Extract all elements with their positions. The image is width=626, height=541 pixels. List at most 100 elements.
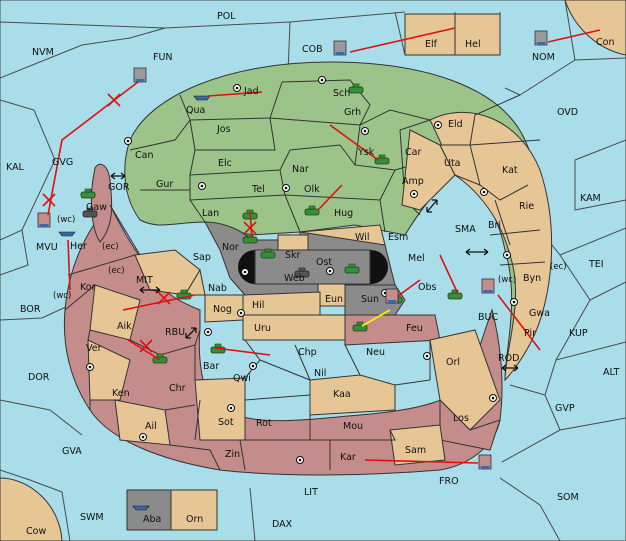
label-wc-2: (wc) xyxy=(498,275,516,285)
label-pir: Pir xyxy=(524,328,536,339)
label-ver: Ver xyxy=(86,343,102,354)
label-gvp: GVP xyxy=(555,403,575,414)
label-nvm: NVM xyxy=(32,47,54,58)
label-cow: Cow xyxy=(26,526,46,537)
label-elf: Elf xyxy=(425,39,438,50)
label-lan: Lan xyxy=(202,208,219,219)
region-orn[interactable] xyxy=(170,489,218,531)
move-arrow xyxy=(127,339,161,361)
label-som: SOM xyxy=(557,492,579,503)
label-sam: Sam xyxy=(405,445,426,456)
region-ver[interactable] xyxy=(87,339,131,401)
label-gva: GVA xyxy=(62,446,82,457)
label-rod: ROD xyxy=(498,353,519,364)
label-gwa: Gwa xyxy=(529,308,550,319)
move-arrow xyxy=(329,124,379,161)
label-bor: BOR xyxy=(20,304,41,315)
region-aba[interactable] xyxy=(126,489,172,531)
label-nor: Nor xyxy=(222,242,239,253)
region-car-amp[interactable] xyxy=(401,129,456,211)
label-sch: Sch xyxy=(333,88,350,99)
fleet-icon xyxy=(333,40,347,56)
label-kup: KUP xyxy=(569,328,588,339)
label-qua: Qua xyxy=(186,105,205,116)
label-kaa: Kaa xyxy=(333,389,351,400)
label-gur: Gur xyxy=(156,179,173,190)
label-feu: Feu xyxy=(406,323,423,334)
label-bri: Bri xyxy=(488,220,501,231)
move-arrow xyxy=(207,91,263,97)
label-wil: Wil xyxy=(355,232,369,243)
fleet-icon xyxy=(385,288,399,304)
label-amp: Amp xyxy=(402,176,424,187)
label-can: Can xyxy=(135,150,153,161)
label-alt: ALT xyxy=(603,367,619,378)
label-gaw: Gaw xyxy=(86,202,107,213)
support-arrow xyxy=(361,309,391,327)
label-gvg: GVG xyxy=(52,157,73,168)
label-byn: Byn xyxy=(523,273,541,284)
label-mit: MIT xyxy=(136,275,153,286)
units xyxy=(37,30,548,511)
label-fun: FUN xyxy=(153,52,173,63)
label-esm: Esm xyxy=(388,232,408,243)
label-ec-1: (ec) xyxy=(102,242,119,252)
label-car: Car xyxy=(405,147,421,158)
label-eld: Eld xyxy=(448,119,463,130)
label-nar: Nar xyxy=(292,164,309,175)
label-ec-2: (ec) xyxy=(550,262,567,272)
label-ovd: OVD xyxy=(557,107,578,118)
label-cob: COB xyxy=(302,44,323,55)
army-green-icon xyxy=(348,83,364,94)
failed-order-icon xyxy=(243,221,257,235)
label-zin: Zin xyxy=(225,449,240,460)
move-arrow xyxy=(364,459,479,464)
move-arrow xyxy=(349,27,456,53)
label-jad: Jad xyxy=(243,86,259,97)
label-orl: Orl xyxy=(446,357,460,368)
failed-order-icon xyxy=(42,193,56,207)
fleet-icon xyxy=(478,454,492,470)
fleet-icon xyxy=(481,278,495,294)
order-arrows xyxy=(42,27,601,464)
region-orl[interactable] xyxy=(429,329,501,431)
label-tei: TEI xyxy=(588,259,604,270)
region-sam[interactable] xyxy=(389,424,446,466)
label-olk: Olk xyxy=(304,184,320,195)
label-mvu: MVU xyxy=(36,242,58,253)
region-sot[interactable] xyxy=(194,377,246,441)
label-hil: Hil xyxy=(252,300,264,311)
label-mou: Mou xyxy=(343,421,363,432)
army-gray-icon xyxy=(82,207,98,218)
region-hel[interactable] xyxy=(454,13,501,56)
label-fro: FRO xyxy=(439,476,459,487)
move-arrow xyxy=(439,254,459,295)
label-ken: Ken xyxy=(112,388,130,399)
move-arrow xyxy=(497,294,541,351)
label-kat: Kat xyxy=(502,165,518,176)
label-con: Con xyxy=(596,37,614,48)
move-arrow xyxy=(397,279,421,297)
label-neu: Neu xyxy=(366,347,385,358)
label-chp: Chp xyxy=(298,347,317,358)
army-green-icon xyxy=(304,205,320,216)
army-gray-icon xyxy=(294,267,310,278)
label-nab: Nab xyxy=(208,283,227,294)
region-uta[interactable] xyxy=(439,144,481,186)
label-obs: Obs xyxy=(418,282,437,293)
army-green-icon xyxy=(352,321,368,332)
supply-centers xyxy=(86,76,518,464)
fleet-icon xyxy=(58,231,76,237)
move-arrow xyxy=(214,347,271,356)
label-dax: DAX xyxy=(272,519,293,530)
army-green-icon xyxy=(447,289,463,300)
region-kaa[interactable] xyxy=(309,374,396,416)
label-rot: Rot xyxy=(256,418,272,429)
label-nil: Nil xyxy=(314,368,326,379)
label-chr: Chr xyxy=(169,383,186,394)
label-nog: Nog xyxy=(213,304,232,315)
label-dor: DOR xyxy=(28,372,50,383)
label-sot: Sot xyxy=(218,417,234,428)
label-uta: Uta xyxy=(444,158,461,169)
